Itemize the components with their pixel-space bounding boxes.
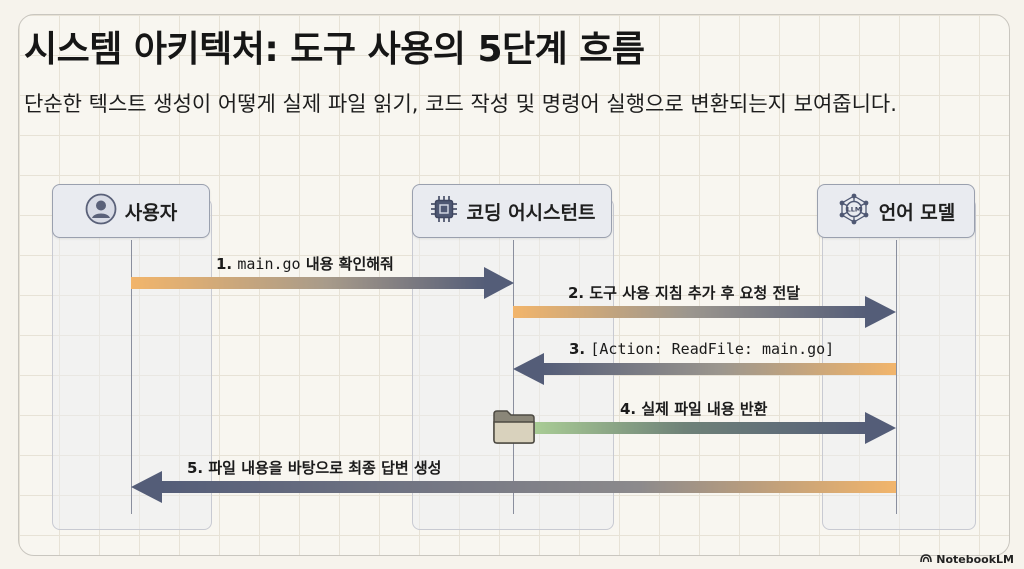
message-3-number: 3. — [569, 340, 586, 358]
notebooklm-label: NotebookLM — [936, 553, 1014, 566]
message-5-text: 파일 내용을 바탕으로 최종 답변 생성 — [208, 459, 442, 477]
message-5-number: 5. — [187, 459, 204, 477]
message-3-label: 3. [Action: ReadFile: main.go] — [569, 340, 834, 358]
notebooklm-logo-icon — [920, 553, 933, 566]
message-1-text: 내용 확인해줘 — [305, 255, 394, 273]
user-lifeline — [131, 240, 132, 514]
arrow-3 — [513, 353, 896, 385]
message-2-text: 도구 사용 지침 추가 후 요청 전달 — [589, 284, 801, 302]
page-subtitle: 단순한 텍스트 생성이 어떻게 실제 파일 읽기, 코드 작성 및 명령어 실행… — [24, 92, 897, 116]
actor-assistant: 코딩 어시스턴트 — [412, 184, 612, 238]
folder-icon — [491, 408, 537, 450]
llm-icon-text: LLM — [846, 206, 861, 214]
llm-network-icon: LLM — [837, 192, 871, 230]
message-4-number: 4. — [620, 400, 637, 418]
message-1-label: 1. main.go 내용 확인해줘 — [216, 253, 394, 274]
actor-user-label: 사용자 — [124, 201, 178, 224]
page-title: 시스템 아키텍처: 도구 사용의 5단계 흐름 — [24, 29, 645, 70]
arrow-4 — [535, 412, 896, 444]
message-2-label: 2. 도구 사용 지침 추가 후 요청 전달 — [568, 282, 800, 303]
message-5-label: 5. 파일 내용을 바탕으로 최종 답변 생성 — [187, 457, 442, 478]
actor-model-label: 언어 모델 — [878, 201, 956, 224]
user-avatar-icon — [85, 193, 117, 229]
message-1-filename: main.go — [237, 255, 301, 273]
message-2-number: 2. — [568, 284, 585, 302]
message-4-text: 실제 파일 내용 반환 — [641, 400, 768, 418]
message-4-label: 4. 실제 파일 내용 반환 — [620, 398, 767, 419]
arrow-2 — [513, 296, 896, 328]
user-lane — [52, 198, 212, 530]
model-lifeline — [896, 240, 897, 514]
assistant-lifeline — [513, 240, 514, 514]
actor-user: 사용자 — [52, 184, 210, 238]
actor-model: LLM 언어 모델 — [817, 184, 975, 238]
notebooklm-branding: NotebookLM — [920, 553, 1014, 566]
diagram-frame — [18, 14, 1010, 556]
arrow-1 — [131, 267, 514, 299]
message-3-text: [Action: ReadFile: main.go] — [590, 340, 835, 358]
actor-assistant-label: 코딩 어시스턴트 — [466, 201, 596, 224]
message-1-number: 1. — [216, 255, 233, 273]
arrow-5 — [131, 471, 896, 503]
cpu-chip-icon — [429, 194, 459, 228]
